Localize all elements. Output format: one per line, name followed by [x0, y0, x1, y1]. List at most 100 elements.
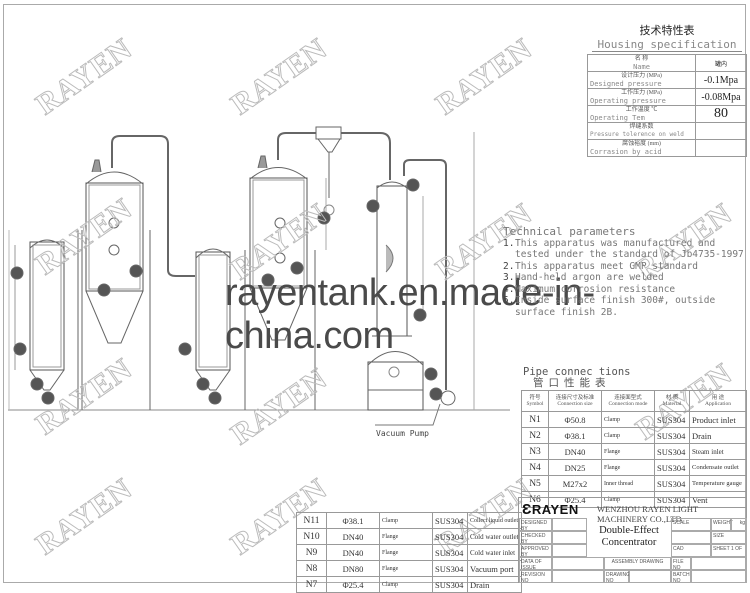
cell-application: Drain: [689, 427, 747, 444]
company-logo: ƐRAYEN: [522, 501, 579, 518]
list-item: 2.This apparatus meet GMP standard: [503, 261, 748, 273]
designed-by-value: [552, 518, 587, 531]
header-name-cn: 名 称: [634, 56, 649, 62]
item-number: 4.: [503, 283, 515, 295]
housing-spec-title-en: Housing specification: [592, 38, 742, 52]
row-label-en: Corrasion by acid: [590, 148, 662, 156]
row-label-cn: 焊缝系数: [629, 124, 654, 130]
row-unit: (mm): [647, 141, 661, 147]
logo-mark-icon: Ɛ: [522, 501, 532, 518]
assembly-drawing-label: ASSEMBLY DRAWING: [604, 557, 671, 570]
list-item: 5.Inside surface finish 300#, outside su…: [503, 295, 748, 318]
cell-symbol: N8: [296, 560, 327, 577]
row-label-cn: 工作压力: [621, 90, 646, 96]
cell-application: Temperature gauge: [689, 475, 747, 492]
file-no-label: FILE NO: [671, 557, 691, 571]
approved-by-label: APPROVED BY: [519, 544, 552, 558]
title-block: ƐRAYEN WENZHOU RAYEN LIGHT MACHINERY CO.…: [518, 497, 747, 584]
file-no-value: [691, 557, 747, 570]
row-unit: ℃: [651, 107, 658, 113]
date-of-issue-value: [552, 557, 604, 570]
drawing-title-line2: Concentrator: [601, 537, 657, 548]
cell-symbol: N2: [521, 427, 549, 444]
item-text: This apparatus meet GMP standard: [515, 260, 699, 272]
cell-material: SUS304: [654, 411, 690, 428]
row-label-en: Operating Tem: [590, 114, 645, 122]
cell-material: SUS304: [432, 576, 468, 593]
logo-text: RAYEN: [531, 502, 579, 517]
pipe-connections-title: Pipe connec tions 管口性能表: [523, 366, 630, 390]
row-label-cn: 设计压力: [621, 73, 646, 79]
cell-application: Drain: [467, 576, 522, 593]
row-value: -0.08Mpa: [695, 88, 747, 106]
cell-mode: Flange: [379, 544, 433, 561]
row-label-en: Pressure tolerence on weld: [590, 131, 684, 138]
list-item: 1.This apparatus was manufactured and te…: [503, 238, 748, 261]
cell-size: M27x2: [548, 475, 602, 492]
housing-spec-title-cn: 技术特性表: [639, 25, 695, 37]
item-number: 2.: [503, 260, 515, 272]
cell-material: SUS304: [432, 528, 468, 545]
cell-symbol: N6: [521, 491, 549, 508]
cell-size: Φ38.1: [548, 427, 602, 444]
designed-by-label: DESIGNED BY: [519, 518, 552, 532]
row-value: 80: [695, 105, 747, 123]
cell-material: SUS304: [654, 475, 690, 492]
batch-no-value: [691, 570, 747, 583]
cell-application: Steam inlet: [689, 443, 747, 460]
vacuum-pump-label: Vacuum Pump: [376, 429, 429, 438]
table-row: 腐蚀裕度 (mm)Corrasion by acid: [587, 139, 747, 157]
drawing-no-value: [629, 570, 671, 583]
sheet-label: SHEET 1 OF: [711, 544, 747, 557]
cell-mode: Clamp: [601, 427, 655, 444]
cad-label: CAD: [671, 544, 711, 557]
cell-mode: Flange: [601, 443, 655, 460]
cell-size: Φ25.4: [326, 576, 380, 593]
cell-symbol: N3: [521, 443, 549, 460]
cell-mode: Flange: [379, 528, 433, 545]
checked-by-label: CHECKED BY: [519, 531, 552, 545]
header-value: 罐内: [695, 54, 747, 72]
table-row: 设计压力 (MPa)Designed pressure -0.1Mpa: [587, 71, 747, 89]
pipe-connections-title-en: Pipe connec tions: [523, 366, 631, 378]
row-value: -0.1Mpa: [695, 71, 747, 89]
cell-symbol: N7: [296, 576, 327, 593]
cell-mode: Clamp: [379, 512, 433, 529]
cell-material: SUS304: [654, 443, 690, 460]
cell-mode: Flange: [601, 459, 655, 476]
item-text: Hand-held argon are welded: [515, 272, 664, 283]
cell-symbol: N10: [296, 528, 327, 545]
cell-symbol: N4: [521, 459, 549, 476]
header-name-en: Name: [633, 63, 650, 71]
cell-mode: Inner thread: [601, 475, 655, 492]
row-label-en: Operating pressure: [590, 97, 666, 105]
row-value: [695, 139, 747, 157]
revision-no-value: [552, 570, 604, 583]
cell-size: DN40: [326, 544, 380, 561]
cell-mode: Flange: [379, 560, 433, 577]
drawing-title: Double-Effect Concentrator: [589, 525, 669, 549]
cell-mode: Clamp: [601, 491, 655, 508]
scale-label: SCALE: [671, 518, 711, 531]
row-value: [695, 122, 747, 140]
row-label-en: Designed pressure: [590, 80, 662, 88]
revision-no-label: REVISION NO: [519, 570, 552, 584]
cell-mode: Clamp: [601, 411, 655, 428]
cell-size: DN40: [326, 528, 380, 545]
company-name: WENZHOU RAYEN LIGHT MACHINERY CO.,LTD: [597, 504, 699, 524]
table-row: 工作压力 (MPa)Operating pressure -0.08Mpa: [587, 88, 747, 106]
cell-size: DN40: [548, 443, 602, 460]
